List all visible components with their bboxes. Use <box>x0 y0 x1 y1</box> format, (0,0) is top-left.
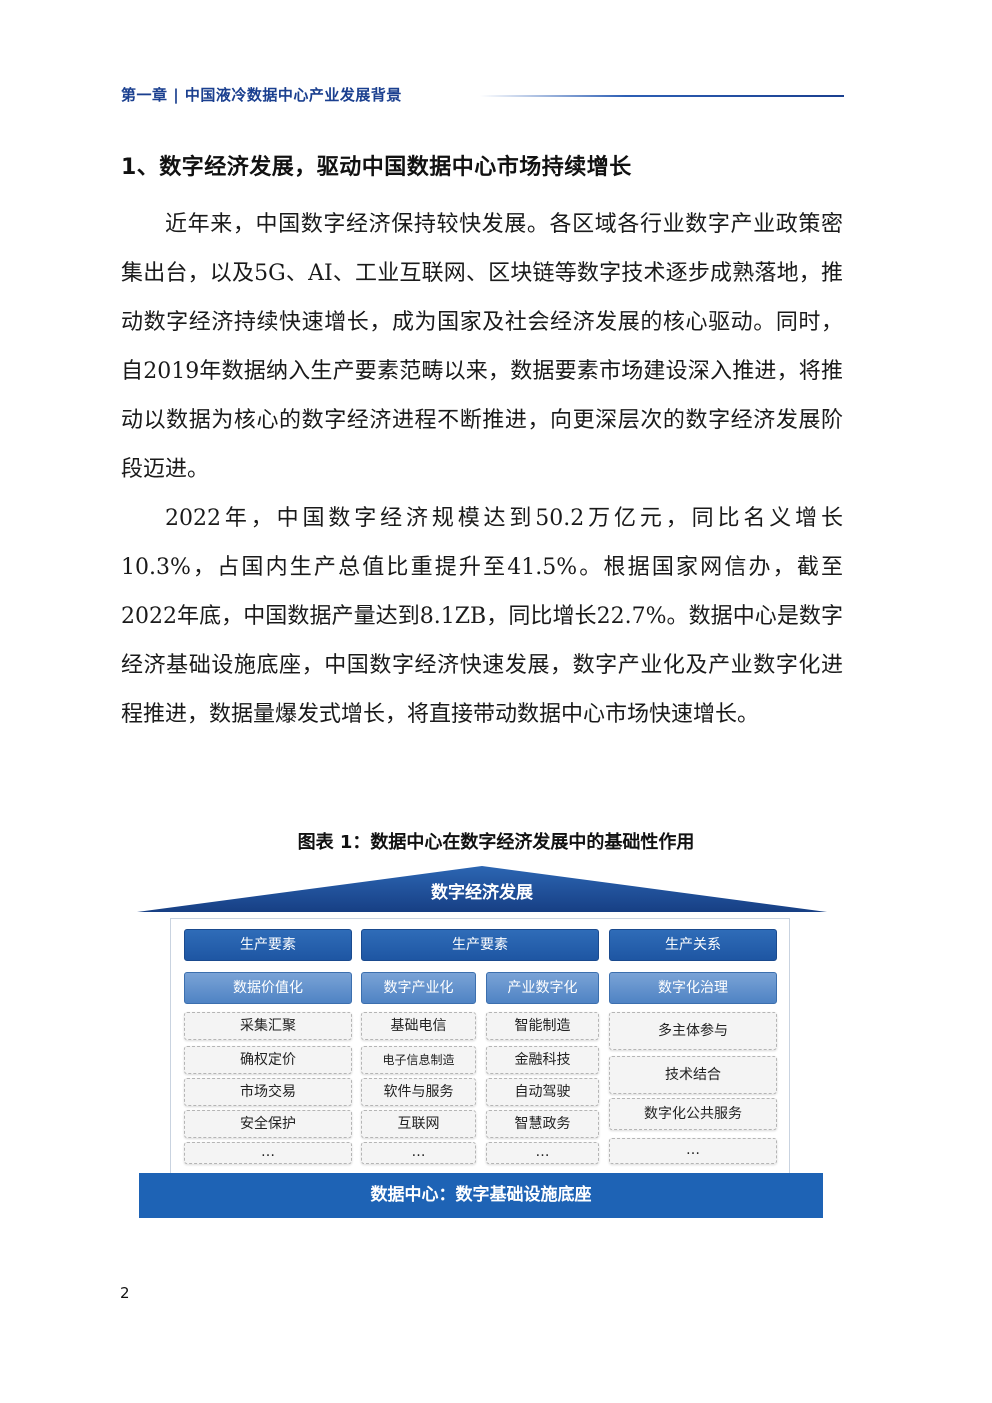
diagram-cell: 基础电信 <box>361 1012 476 1040</box>
diagram-cell: 互联网 <box>361 1110 476 1138</box>
paragraph: 2022年，中国数字经济规模达到50.2万亿元，同比名义增长10.3%，占国内生… <box>121 506 843 727</box>
diagram-cell: 技术结合 <box>609 1056 777 1094</box>
diagram-cell: 安全保护 <box>184 1110 352 1138</box>
roof-banner <box>137 866 827 912</box>
diagram-cell: 多主体参与 <box>609 1012 777 1050</box>
diagram-cell: 电子信息制造 <box>361 1046 476 1074</box>
level2-box: 产业数字化 <box>486 972 599 1004</box>
diagram-cell: 智能制造 <box>486 1012 599 1040</box>
diagram-cell: 自动驾驶 <box>486 1078 599 1106</box>
diagram-cell: 市场交易 <box>184 1078 352 1106</box>
diagram-cell: … <box>361 1142 476 1164</box>
level1-box: 生产要素 <box>361 929 599 961</box>
base-banner: 数据中心：数字基础设施底座 <box>139 1173 823 1218</box>
diagram-cell: 软件与服务 <box>361 1078 476 1106</box>
level1-box: 生产要素 <box>184 929 352 961</box>
header-rule <box>480 95 844 97</box>
diagram-cell: 采集汇聚 <box>184 1012 352 1040</box>
diagram-cell: 智慧政务 <box>486 1110 599 1138</box>
diagram-cell: 确权定价 <box>184 1046 352 1074</box>
diagram-cell: 数字化公共服务 <box>609 1098 777 1130</box>
roof-label: 数字经济发展 <box>431 883 533 903</box>
header-chapter: 第一章 | 中国液冷数据中心产业发展背景 <box>121 86 402 104</box>
page-number: 2 <box>120 1284 130 1302</box>
level1-box: 生产关系 <box>609 929 777 961</box>
diagram-cell: … <box>486 1142 599 1164</box>
diagram-cell: … <box>609 1138 777 1164</box>
level2-box: 数据价值化 <box>184 972 352 1004</box>
level2-box: 数字产业化 <box>361 972 476 1004</box>
paragraph: 近年来，中国数字经济保持较快发展。各区域各行业数字产业政策密集出台，以及5G、A… <box>121 212 843 482</box>
section-title: 1、数字经济发展，驱动中国数据中心市场持续增长 <box>121 155 632 180</box>
diagram-cell: 金融科技 <box>486 1046 599 1074</box>
figure-caption: 图表 1：数据中心在数字经济发展中的基础性作用 <box>297 832 695 853</box>
level2-box: 数字化治理 <box>609 972 777 1004</box>
diagram-cell: … <box>184 1142 352 1164</box>
